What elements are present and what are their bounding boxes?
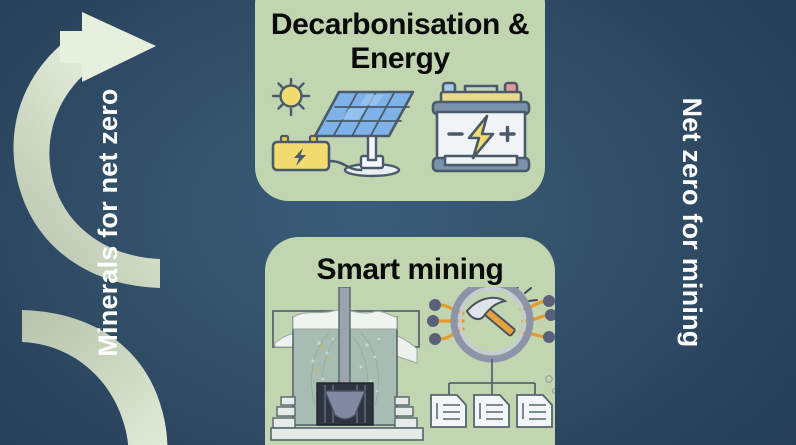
illustration-smart-mining xyxy=(267,279,559,445)
energy-icons-group xyxy=(271,76,531,178)
car-battery-icon xyxy=(431,81,531,173)
card-title-decarbonisation-energy: Decarbonisation & Energy xyxy=(255,8,545,76)
label-minerals-for-net-zero: Minerals for net zero xyxy=(92,88,123,357)
mining-icons-group xyxy=(270,279,559,441)
document-icon xyxy=(430,394,553,428)
node-card-smart-mining[interactable]: Smart mining xyxy=(265,237,559,445)
sun-icon xyxy=(271,76,311,117)
card-title-smart-mining: Smart mining xyxy=(316,253,504,286)
node-card-decarbonisation-energy[interactable]: Decarbonisation & Energy xyxy=(255,0,545,201)
illustration-energy xyxy=(263,76,537,178)
card-title-line-1: Decarbonisation & xyxy=(270,8,530,41)
label-net-zero-for-mining: Net zero for mining xyxy=(677,97,708,348)
solar-panel-icon xyxy=(313,90,415,178)
small-battery-icon xyxy=(271,134,363,172)
flotation-cell-icon xyxy=(270,286,424,441)
card-title-line-2: Energy xyxy=(350,41,450,75)
pickaxe-network-icon xyxy=(427,279,559,428)
